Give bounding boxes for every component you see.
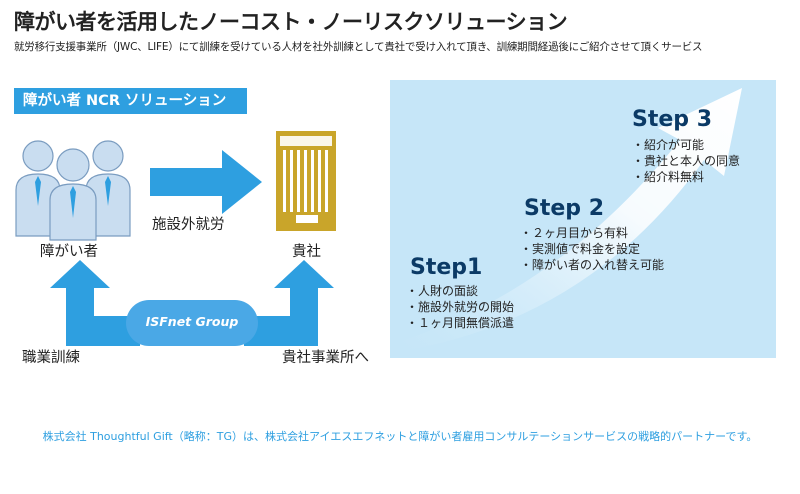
step1-item: 施設外就労の開始 [406,299,514,315]
u-arrow-left [50,260,140,346]
step2-item: 実測値で料金を設定 [520,241,664,257]
step2-item: ２ヶ月目から有料 [520,225,664,241]
footer-note: 株式会社 Thoughtful Gift（略称：TG）は、株式会社アイエスエフネ… [42,430,758,443]
growth-arrow [398,88,742,352]
step1-item: １ヶ月間無償派遣 [406,315,514,331]
step3-list: 紹介が可能 貴社と本人の同意 紹介料無料 [632,137,740,185]
left-diagram [15,131,336,346]
building-icon [276,131,336,231]
group-label: ISFnet Group [145,314,239,329]
step2-list: ２ヶ月目から有料 実測値で料金を設定 障がい者の入れ替え可能 [520,225,664,273]
ncr-solution-label: 障がい者 NCR ソリューション [14,88,247,114]
step1-title: Step1 [410,255,483,280]
arrow-right-icon [150,150,262,214]
training-label: 職業訓練 [22,350,80,366]
company-label: 貴社 [292,244,321,260]
step3-item: 紹介料無料 [632,169,740,185]
step3-item: 紹介が可能 [632,137,740,153]
group-pill [126,300,258,346]
step1-list: 人財の面談 施設外就労の開始 １ヶ月間無償派遣 [406,283,514,331]
step2-title: Step 2 [524,196,604,221]
page-title: 障がい者を活用したノーコスト・ノーリスクソリューション [14,10,568,34]
step3-item: 貴社と本人の同意 [632,153,740,169]
arrow-label: 施設外就労 [152,217,225,233]
tie-icons [35,176,111,218]
step3-title: Step 3 [632,107,712,132]
page-subtitle: 就労移行支援事業所（JWC、LIFE）にて訓練を受けている人材を社外訓練として貴… [14,41,703,53]
step1-item: 人財の面談 [406,283,514,299]
to-company-label: 貴社事業所へ [282,350,369,366]
u-arrow-right [244,260,334,346]
people-label: 障がい者 [40,244,98,260]
step2-item: 障がい者の入れ替え可能 [520,257,664,273]
